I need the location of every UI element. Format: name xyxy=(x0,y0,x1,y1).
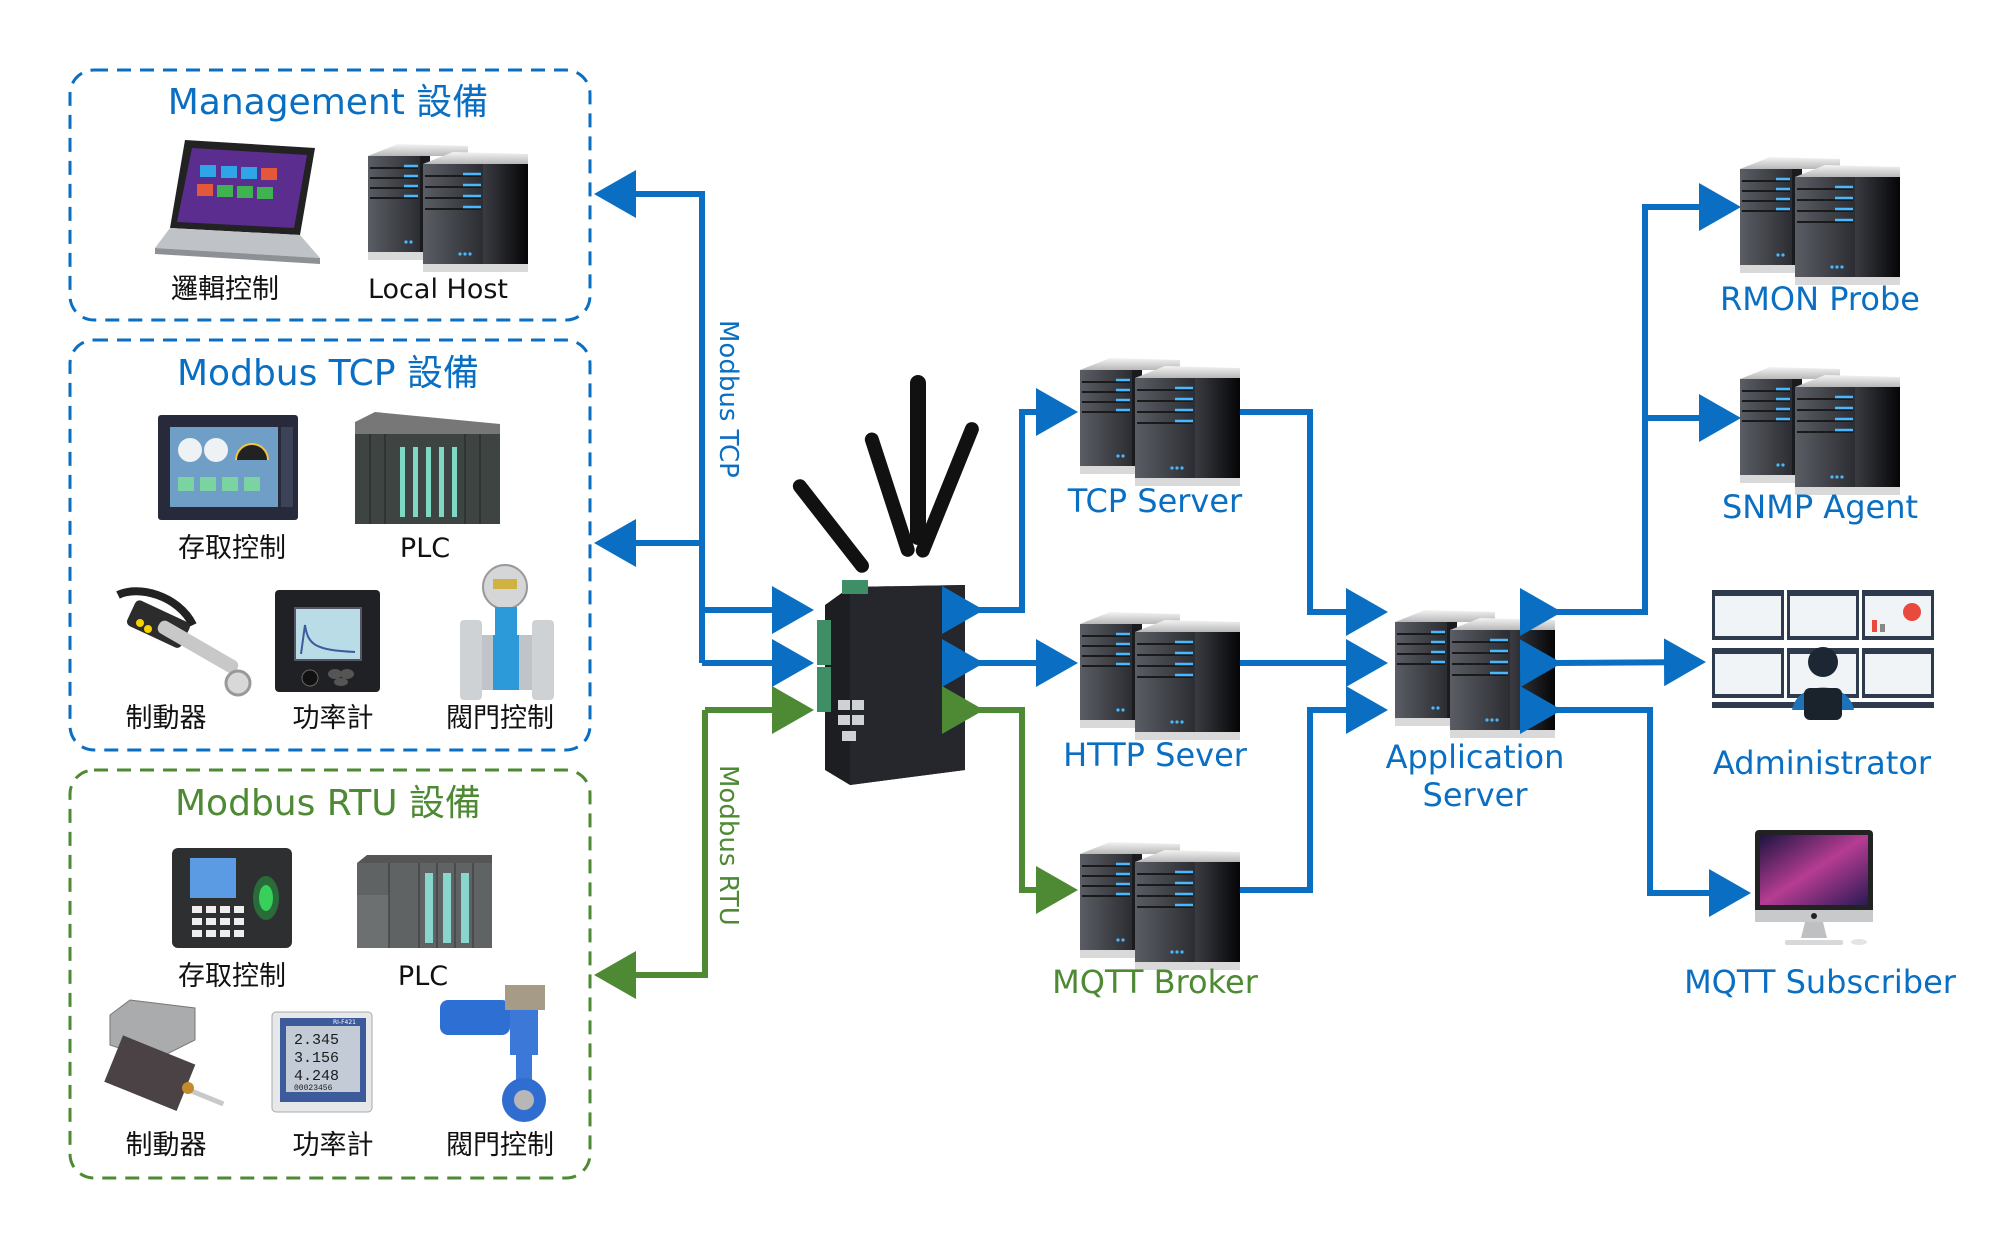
app-client-links xyxy=(1519,183,1751,917)
linear-actuator-icon xyxy=(104,999,225,1111)
meter-reading: 3.156 xyxy=(294,1050,339,1067)
link-modbus-rtu-devices xyxy=(594,710,708,999)
desktop-computer-icon xyxy=(1755,830,1873,945)
link-subscriber xyxy=(1520,686,1751,917)
application-server-label: Server xyxy=(1423,776,1529,814)
mqtt-subscriber: MQTT Subscriber xyxy=(1684,830,1957,1001)
meter-reading: 4.248 xyxy=(294,1068,339,1085)
link-tcp-app xyxy=(1202,388,1388,636)
power-meter-icon xyxy=(275,590,380,692)
gateway-server-links xyxy=(942,388,1078,687)
mqtt-broker: MQTT Broker xyxy=(1052,840,1259,1001)
modbus-tcp-title: Modbus TCP 設備 xyxy=(177,353,479,394)
item-label: PLC xyxy=(398,961,448,992)
server-app-links xyxy=(1202,388,1388,914)
item-label: 功率計 xyxy=(293,703,374,734)
meter-model: RI-F421 xyxy=(333,1019,356,1026)
item-label: 制動器 xyxy=(126,1130,207,1161)
link-tcp-server xyxy=(942,388,1078,634)
management-title: Management 設備 xyxy=(168,82,489,123)
modbus-rtu-link-label: Modbus RTU xyxy=(713,765,743,926)
modbus-rtu-title: Modbus RTU 設備 xyxy=(175,783,481,824)
laptop-icon xyxy=(155,140,320,264)
link-admin xyxy=(1519,638,1706,688)
modbus-tcp-links xyxy=(594,170,814,687)
fingerprint-terminal-icon xyxy=(172,848,292,948)
modbus-rtu-group: Modbus RTU 設備 存取控制 PLC xyxy=(68,768,592,1180)
tcp-server: TCP Server xyxy=(1067,356,1243,520)
administrator: Administrator xyxy=(1712,590,1934,782)
application-server: Application Server xyxy=(1386,608,1565,814)
snmp-agent: SNMP Agent xyxy=(1722,365,1918,526)
meter-reading: 2.345 xyxy=(294,1032,339,1049)
modbus-tcp-link-label: Modbus TCP xyxy=(713,320,743,478)
local-host-server-icon xyxy=(366,142,530,274)
http-server: HTTP Sever xyxy=(1063,610,1248,774)
meter-reading: 00023456 xyxy=(294,1084,333,1093)
admin-monitor-wall-icon xyxy=(1712,590,1934,720)
item-label: 制動器 xyxy=(126,703,207,734)
modbus-tcp-group: Modbus TCP 設備 存取控制 PLC xyxy=(68,338,592,752)
power-meter-icon: RI-F421 2.345 3.156 4.248 00023456 xyxy=(271,1011,373,1113)
mqtt-broker-label: MQTT Broker xyxy=(1052,963,1259,1001)
modbus-rtu-links xyxy=(594,686,814,999)
gateway-mqtt-link xyxy=(942,686,1078,914)
link-management xyxy=(594,170,705,663)
http-server-label: HTTP Sever xyxy=(1063,736,1248,774)
item-label: 功率計 xyxy=(293,1130,374,1161)
management-group: Management 設備 邏輯控制 Local Host xyxy=(68,68,592,322)
plc-icon xyxy=(357,855,492,948)
actuator-icon xyxy=(116,587,252,697)
link-mqtt-app xyxy=(1202,686,1388,914)
rmon-probe-label: RMON Probe xyxy=(1720,280,1920,318)
item-label: PLC xyxy=(400,533,450,564)
mqtt-subscriber-label: MQTT Subscriber xyxy=(1684,963,1957,1001)
flow-meter-icon xyxy=(460,564,554,700)
snmp-agent-label: SNMP Agent xyxy=(1722,488,1918,526)
hmi-panel-icon xyxy=(158,415,298,520)
item-label: 存取控制 xyxy=(178,961,286,992)
item-label: Local Host xyxy=(368,274,508,305)
plc-icon xyxy=(355,412,500,524)
item-label: 存取控制 xyxy=(178,533,286,564)
industrial-router-icon xyxy=(792,375,979,785)
administrator-label: Administrator xyxy=(1713,744,1932,782)
valve-icon xyxy=(440,985,546,1122)
tcp-server-label: TCP Server xyxy=(1067,482,1243,520)
link-rmon xyxy=(1520,183,1741,636)
item-label: 閥門控制 xyxy=(446,703,554,734)
item-label: 閥門控制 xyxy=(446,1130,554,1161)
application-server-label: Application xyxy=(1386,738,1565,776)
item-label: 邏輯控制 xyxy=(171,274,279,305)
rmon-probe: RMON Probe xyxy=(1720,155,1920,318)
